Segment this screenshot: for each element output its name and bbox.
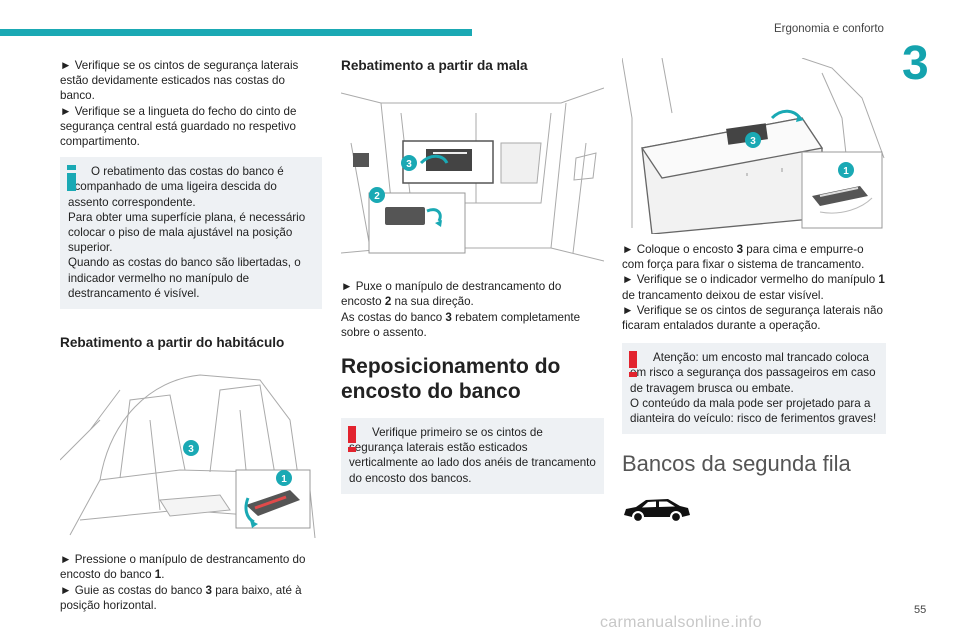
heading-reposition: Reposicionamento do encosto do banco: [341, 355, 561, 404]
callout-1: 1: [843, 166, 849, 177]
warning-text-1: Atenção: um encosto mal trancado coloca …: [630, 351, 876, 395]
step-backrest-folds: As costas do banco 3 rebatem completamen…: [341, 310, 581, 339]
bullet-check-buckle: ► Verifique se a lingueta do fecho do ci…: [60, 104, 297, 149]
car-silhouette-icon: [622, 497, 692, 528]
warning-note: Verifique primeiro se os cintos de segur…: [341, 418, 604, 494]
step-check-indicator: ► Verifique se o indicador vermelho do m…: [622, 273, 885, 302]
page-number: 55: [914, 604, 927, 616]
column-2: Rebatimento a partir da mala 3: [341, 58, 604, 494]
info-text-1: O rebatimento das costas do banco é acom…: [68, 165, 284, 209]
bullet-check-belts: ► Verifique se os cintos de segurança la…: [60, 59, 299, 103]
watermark: carmanualsonline.info: [600, 614, 762, 631]
heading-boot-fold: Rebatimento a partir da mala: [341, 58, 528, 73]
info-text-2: Para obter uma superfície plana, é neces…: [68, 210, 306, 255]
illustration-cabin-fold: 3 1: [60, 360, 322, 543]
callout-3: 3: [188, 444, 194, 455]
warning-icon: [348, 426, 356, 456]
section-title: Ergonomia e conforto: [774, 23, 884, 35]
callout-1: 1: [281, 474, 287, 485]
chapter-number: 3: [902, 37, 929, 90]
warning-text-2: O conteúdo da mala pode ser projetado pa…: [630, 396, 877, 426]
step-check-belts: ► Verifique se os cintos de segurança la…: [622, 303, 883, 333]
callout-3: 3: [750, 136, 756, 147]
heading-second-row: Bancos da segunda fila: [622, 451, 851, 477]
info-icon: [67, 165, 76, 195]
header-accent-bar: [0, 29, 472, 36]
info-note: O rebatimento das costas do banco é acom…: [60, 157, 322, 310]
column-1: ► Verifique se os cintos de segurança la…: [60, 58, 322, 613]
step-press-handle: ► Pressione o manípulo de destrancamento…: [60, 553, 306, 582]
callout-2: 2: [374, 191, 380, 202]
step-raise-backrest: ► Coloque o encosto 3 para cima e empurr…: [622, 243, 865, 272]
callout-3: 3: [406, 159, 412, 170]
warning-icon: [629, 351, 637, 381]
step-pull-handle: ► Puxe o manípulo de destrancamento do e…: [341, 280, 562, 309]
warning-note-2: Atenção: um encosto mal trancado coloca …: [622, 343, 886, 435]
warning-text: Verifique primeiro se os cintos de segur…: [349, 426, 596, 485]
heading-cabin-fold: Rebatimento a partir do habitáculo: [60, 335, 285, 351]
column-3: 3 1 ► Coloque o encosto 3 para cima e em…: [622, 58, 886, 477]
step-guide-backrest: ► Guie as costas do banco 3 para baixo, …: [60, 583, 302, 612]
info-text-3: Quando as costas do banco são libertadas…: [68, 256, 301, 300]
illustration-boot-fold: 3 2: [341, 83, 604, 266]
illustration-reposition: 3 1: [622, 58, 886, 234]
